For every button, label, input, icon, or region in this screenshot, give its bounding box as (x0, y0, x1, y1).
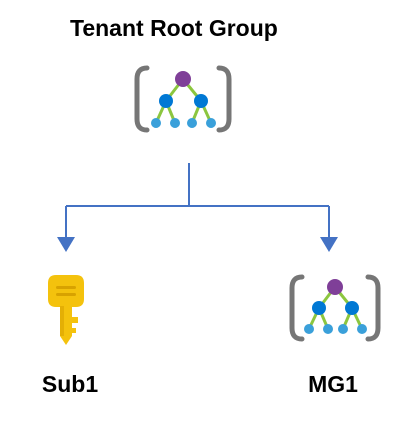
connector-lines (57, 163, 338, 252)
mg1-arrowhead-icon (320, 237, 338, 252)
root-group-label: Tenant Root Group (70, 15, 278, 41)
sub1-arrowhead-icon (57, 237, 75, 252)
mg1-management-group-icon (289, 274, 381, 342)
sub1-label: Sub1 (41, 371, 99, 397)
subscription-key-icon (48, 275, 84, 345)
root-management-group-icon (134, 65, 232, 133)
mg1-label: MG1 (308, 371, 358, 397)
